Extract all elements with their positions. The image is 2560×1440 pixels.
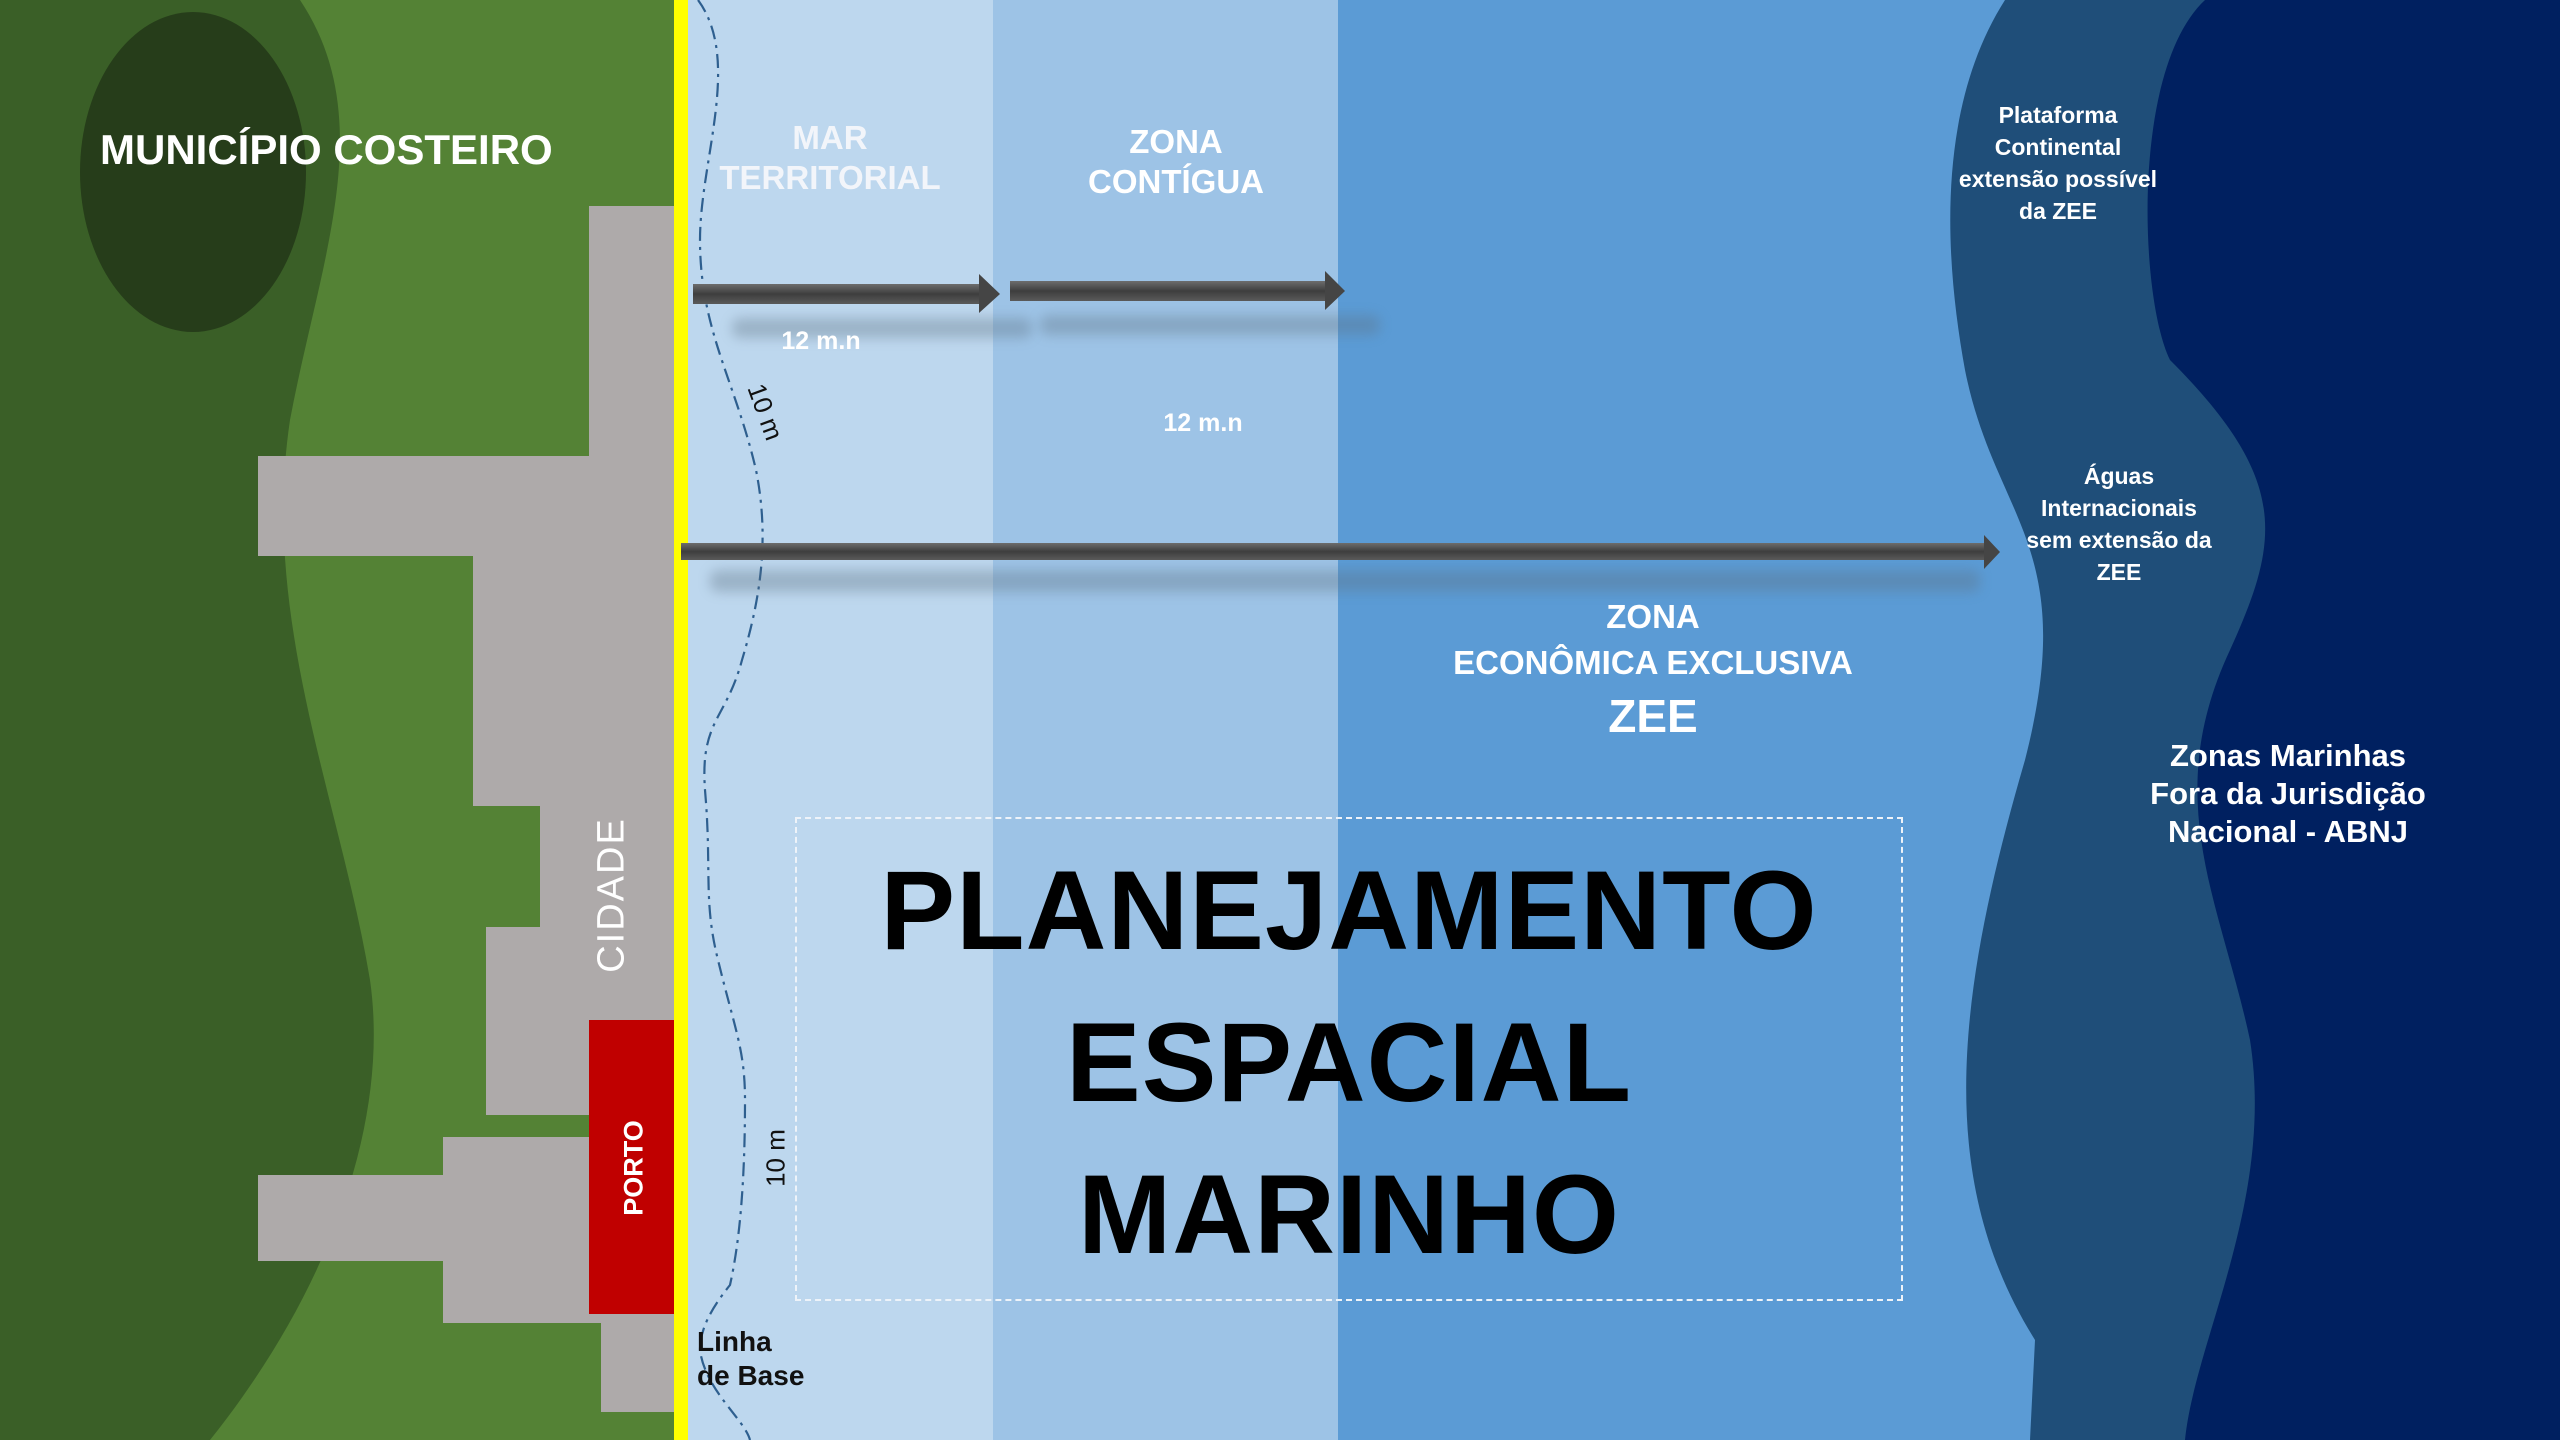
- aguas-internacionais-label: Águas Internacionais sem extensão da ZEE: [2026, 460, 2211, 588]
- mar-territorial-line1: MAR: [792, 119, 868, 156]
- title-line1: PLANEJAMENTO: [880, 848, 1818, 973]
- zona-contigua-label: ZONA CONTÍGUA: [1088, 122, 1264, 203]
- arrow-zona-contigua: [1010, 271, 1345, 310]
- zona-contigua-line2: CONTÍGUA: [1088, 163, 1264, 201]
- aguas-line3: sem extensão da: [2026, 527, 2212, 553]
- abnj-label: Zonas Marinhas Fora da Jurisdição Nacion…: [2150, 737, 2426, 851]
- arrow-mar-territorial: [693, 274, 1000, 313]
- abnj-line2: Fora da Jurisdição: [2150, 776, 2426, 811]
- plataforma-line2: Continental: [1994, 134, 2122, 160]
- zee-line2: ECONÔMICA EXCLUSIVA: [1453, 643, 1853, 681]
- linha-de-base-line1: Linha: [697, 1326, 772, 1357]
- distance-zona-contigua: 12 m.n: [1163, 409, 1243, 437]
- plataforma-label: Plataforma Continental extensão possível…: [1959, 99, 2157, 227]
- zona-contigua-band: [993, 0, 1338, 1440]
- linha-de-base: [674, 0, 688, 1440]
- abnj-line1: Zonas Marinhas: [2169, 738, 2406, 773]
- cidade-label: CIDADE: [590, 817, 633, 973]
- city-blocks: [258, 206, 680, 1412]
- mar-territorial-line2: TERRITORIAL: [719, 159, 941, 197]
- aguas-line4: ZEE: [2096, 559, 2142, 585]
- zee-label: ZONA ECONÔMICA EXCLUSIVA: [1453, 594, 1853, 685]
- zee-line1: ZONA: [1606, 598, 1700, 635]
- forest-patch: [80, 12, 306, 332]
- plataforma-line4: da ZEE: [2019, 198, 2097, 224]
- abnj-area: [2147, 0, 2560, 1440]
- title-line2: ESPACIAL: [1066, 1000, 1632, 1125]
- title-line3: MARINHO: [1077, 1152, 1621, 1277]
- arrow-zona-contigua-shadow: [1040, 315, 1380, 335]
- title-frame: [795, 817, 1903, 1301]
- aguas-line2: Internacionais: [2041, 495, 2197, 521]
- mar-territorial-band: [680, 0, 993, 1440]
- distance-mar-territorial: 12 m.n: [781, 327, 861, 355]
- municipio-label: MUNICÍPIO COSTEIRO: [100, 126, 553, 173]
- plataforma-line1: Plataforma: [1998, 102, 2118, 128]
- linha-de-base-label: Linha de Base: [697, 1325, 804, 1393]
- zee-abbr-label: ZEE: [1608, 690, 1698, 742]
- porto-label: PORTO: [618, 1120, 649, 1216]
- isobath-bottom-label: 10 m: [760, 1129, 791, 1187]
- arrow-zee-shadow: [710, 570, 1980, 592]
- page-title: PLANEJAMENTO ESPACIAL MARINHO: [795, 835, 1903, 1291]
- plataforma-line3: extensão possível: [1958, 166, 2158, 192]
- port-area: [589, 1020, 680, 1314]
- aguas-line1: Águas: [2083, 463, 2155, 489]
- abnj-line3: Nacional - ABNJ: [2167, 814, 2409, 849]
- arrow-zee: [681, 535, 2000, 569]
- arrow-mar-territorial-shadow: [732, 318, 1032, 338]
- zona-contigua-line1: ZONA: [1129, 123, 1223, 160]
- mar-territorial-label: MAR TERRITORIAL: [719, 118, 940, 199]
- linha-de-base-line2: de Base: [697, 1360, 805, 1392]
